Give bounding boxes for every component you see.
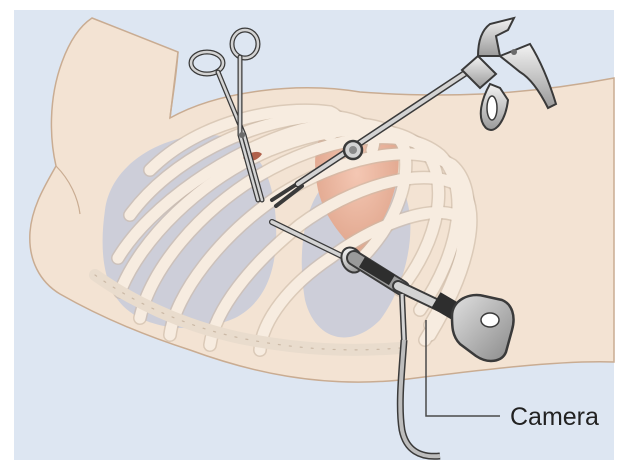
camera-label: Camera xyxy=(510,403,599,431)
